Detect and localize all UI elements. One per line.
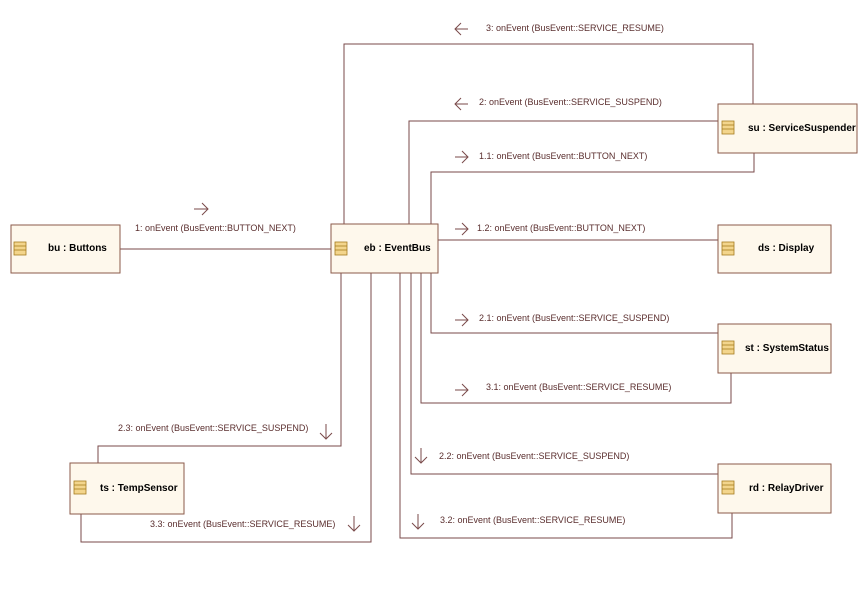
object-icon — [721, 340, 735, 355]
message-label: 1.2: onEvent (BusEvent::BUTTON_NEXT) — [477, 223, 645, 233]
link-eb-ts-resume — [80, 273, 372, 543]
node-label: ts : TempSensor — [100, 483, 178, 494]
arrow-m22-down-icon — [414, 448, 428, 464]
link-eb-st-suspend — [430, 273, 718, 334]
message-arrows — [194, 22, 469, 532]
node-label: eb : EventBus — [364, 243, 431, 254]
arrow-m21-right-icon — [455, 313, 469, 327]
arrow-m2-left-icon — [454, 97, 468, 111]
node-label: bu : Buttons — [48, 243, 107, 254]
link-eb-su-suspend — [408, 120, 718, 224]
object-icon — [334, 241, 348, 256]
node-rd[interactable]: rd : RelayDriver — [717, 463, 832, 514]
link-eb-ts-suspend — [97, 273, 342, 463]
link-eb-rd-resume — [399, 273, 733, 539]
node-label: st : SystemStatus — [745, 343, 829, 354]
arrow-m32-down-icon — [411, 514, 425, 530]
message-label: 2: onEvent (BusEvent::SERVICE_SUSPEND) — [479, 97, 662, 107]
message-labels: 3: onEvent (BusEvent::SERVICE_RESUME) 2:… — [118, 23, 671, 529]
message-label: 2.2: onEvent (BusEvent::SERVICE_SUSPEND) — [439, 451, 629, 461]
object-icon — [721, 241, 735, 256]
node-label: rd : RelayDriver — [749, 483, 824, 494]
node-label: ds : Display — [758, 243, 815, 254]
link-eb-su-next — [430, 153, 755, 224]
message-label: 3.1: onEvent (BusEvent::SERVICE_RESUME) — [486, 382, 671, 392]
arrow-m3-left-icon — [454, 22, 468, 36]
node-st[interactable]: st : SystemStatus — [717, 323, 832, 374]
message-label: 1.1: onEvent (BusEvent::BUTTON_NEXT) — [479, 151, 647, 161]
arrow-m12-right-icon — [455, 222, 469, 236]
message-label: 3.3: onEvent (BusEvent::SERVICE_RESUME) — [150, 519, 335, 529]
arrow-m1-right-icon — [194, 202, 209, 216]
arrow-m33-down-icon — [347, 516, 361, 532]
node-label: su : ServiceSuspender — [748, 123, 856, 134]
node-ds[interactable]: ds : Display — [717, 224, 832, 274]
message-label: 2.3: onEvent (BusEvent::SERVICE_SUSPEND) — [118, 423, 308, 433]
node-ts[interactable]: ts : TempSensor — [69, 462, 185, 515]
links — [80, 43, 755, 543]
link-eb-su-resume — [343, 43, 754, 224]
message-label: 3.2: onEvent (BusEvent::SERVICE_RESUME) — [440, 515, 625, 525]
arrow-m11-right-icon — [455, 150, 469, 164]
node-bu[interactable]: bu : Buttons — [10, 224, 121, 274]
object-icon — [73, 480, 87, 495]
node-su[interactable]: su : ServiceSuspender — [717, 103, 858, 154]
message-label: 3: onEvent (BusEvent::SERVICE_RESUME) — [486, 23, 664, 33]
node-eb[interactable]: eb : EventBus — [330, 223, 439, 274]
arrow-m23-down-icon — [319, 424, 333, 440]
object-icon — [13, 241, 27, 256]
message-label: 2.1: onEvent (BusEvent::SERVICE_SUSPEND) — [479, 313, 669, 323]
arrow-m31-right-icon — [455, 383, 469, 397]
link-eb-st-resume — [420, 273, 732, 404]
object-icon — [721, 120, 735, 135]
object-icon — [721, 480, 735, 495]
link-eb-rd-suspend — [410, 273, 718, 475]
message-label: 1: onEvent (BusEvent::BUTTON_NEXT) — [135, 223, 296, 233]
